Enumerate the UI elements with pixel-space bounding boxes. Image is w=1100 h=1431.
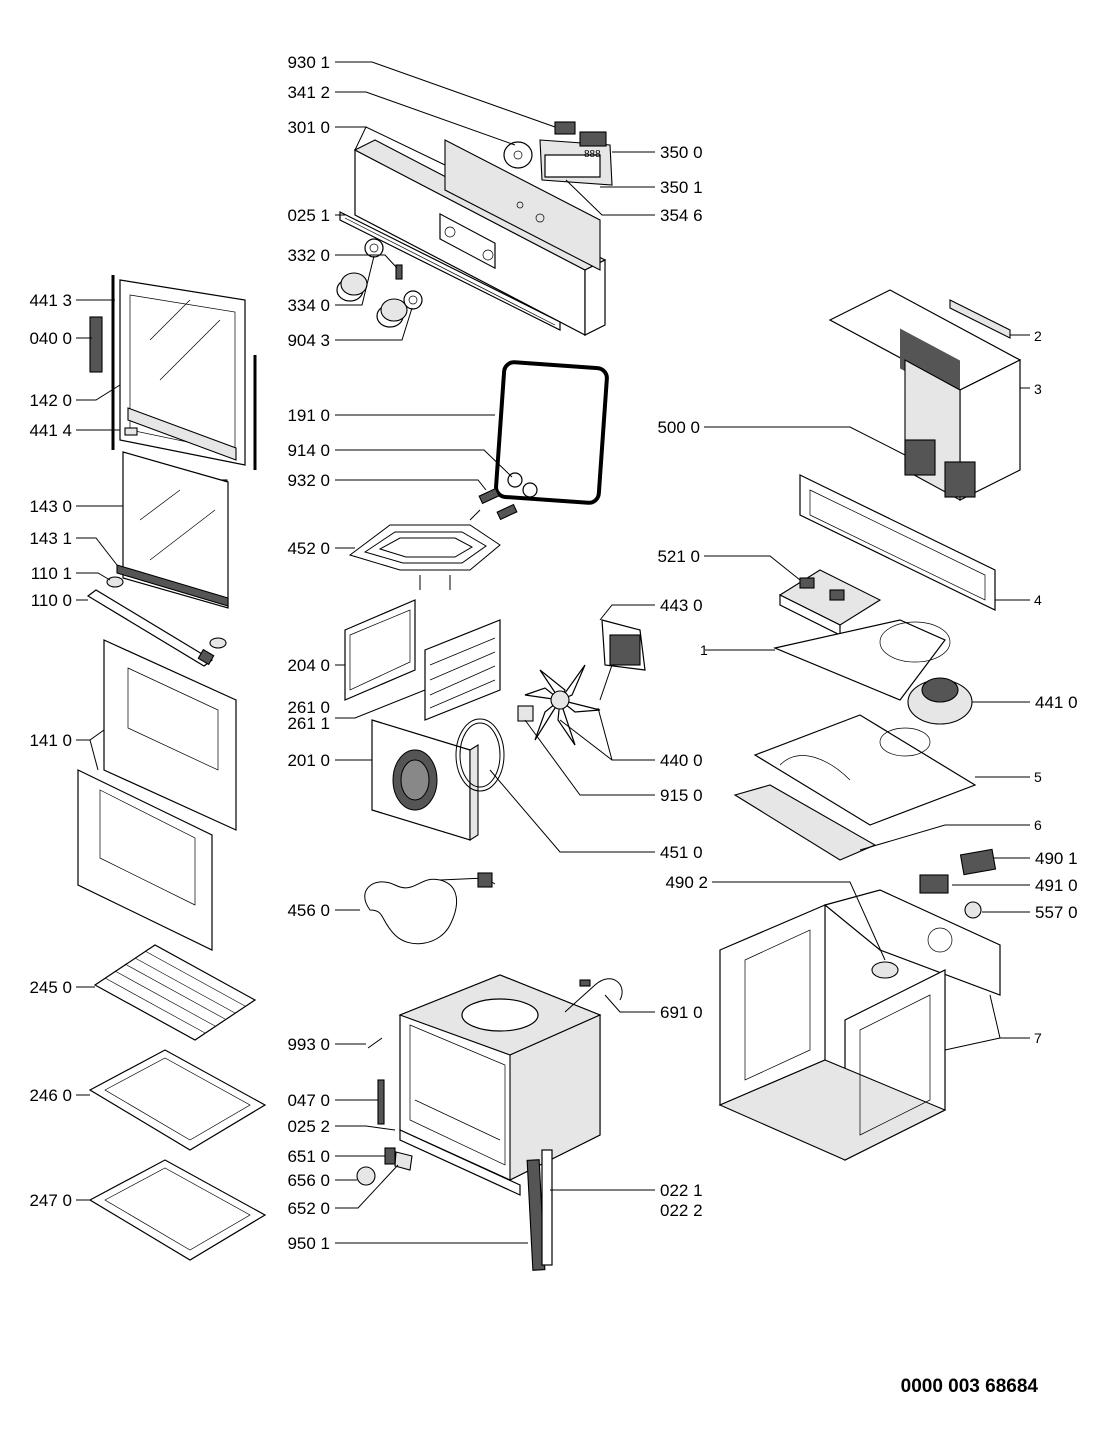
label-932-0: 932 0: [287, 471, 330, 490]
label-441-3: 441 3: [29, 291, 72, 310]
label-557-0: 557 0: [1035, 903, 1078, 922]
knob-rosette-part: [503, 141, 533, 169]
front-frame-part: [799, 474, 996, 611]
label-022-2: 022 2: [660, 1201, 703, 1220]
lower-element-part: [364, 872, 496, 945]
label-452-0: 452 0: [287, 539, 330, 558]
outer-door-glass-part: [77, 639, 237, 951]
label-334-0: 334 0: [287, 296, 330, 315]
label-451-0: 451 0: [660, 843, 703, 862]
label-143-1: 143 1: [29, 529, 72, 548]
callout-3: 3: [1034, 381, 1042, 397]
callout-7: 7: [1034, 1030, 1042, 1046]
label-443-0: 443 0: [660, 596, 703, 615]
label-350-1: 350 1: [660, 178, 703, 197]
label-491-0: 491 0: [1035, 876, 1078, 895]
label-490-1: 490 1: [1035, 849, 1078, 868]
label-440-0: 440 0: [660, 751, 703, 770]
panel-display-text: 888: [584, 149, 601, 160]
label-456-0: 456 0: [287, 901, 330, 920]
insulation-part: [733, 714, 977, 861]
label-047-0: 047 0: [287, 1091, 330, 1110]
callout-6: 6: [1034, 817, 1042, 833]
label-143-0: 143 0: [29, 497, 72, 516]
small-cavity-parts: [356, 1037, 553, 1271]
drip-tray-part: [88, 1159, 267, 1261]
hinge-part: [89, 316, 103, 373]
label-341-2: 341 2: [287, 83, 330, 102]
electronic-board-part: [778, 569, 882, 636]
cooling-duct-part: [773, 619, 973, 725]
label-350-0: 350 0: [660, 143, 703, 162]
label-141-0: 141 0: [29, 731, 72, 750]
panel-bracket-part: [339, 211, 561, 331]
label-246-0: 246 0: [29, 1086, 72, 1105]
label-110-0: 110 0: [31, 591, 72, 610]
label-301-0: 301 0: [287, 118, 330, 137]
label-201-0: 201 0: [287, 751, 330, 770]
callout-2: 2: [1034, 328, 1042, 344]
label-245-0: 245 0: [29, 978, 72, 997]
probe-part: [564, 978, 623, 1013]
label-521-0: 521 0: [657, 547, 700, 566]
label-025-1: 025 1: [287, 206, 330, 225]
control-module-part: [871, 848, 997, 979]
shelf-supports-part: [424, 619, 501, 721]
label-652-0: 652 0: [287, 1199, 330, 1218]
label-993-0: 993 0: [287, 1035, 330, 1054]
label-204-0: 204 0: [287, 656, 330, 675]
relay-block-part: [904, 439, 976, 498]
baking-tray-part: [88, 1049, 267, 1151]
callout-4: 4: [1034, 592, 1042, 608]
callout-1: 1: [700, 642, 708, 658]
label-914-0: 914 0: [287, 441, 330, 460]
control-panel-part: [353, 139, 607, 336]
label-261-1: 261 1: [287, 714, 330, 733]
label-354-6: 354 6: [660, 206, 703, 225]
screws-part: [478, 472, 538, 521]
glass-clip-strip-part: [116, 564, 229, 607]
door-gasket-part: [494, 360, 609, 505]
label-441-4: 441 4: [29, 421, 72, 440]
label-040-0: 040 0: [29, 329, 72, 348]
label-025-2: 025 2: [287, 1117, 330, 1136]
label-950-1: 950 1: [287, 1234, 330, 1253]
side-panel-part: [344, 599, 416, 701]
back-panel-part: [371, 719, 479, 841]
label-651-0: 651 0: [287, 1147, 330, 1166]
label-142-0: 142 0: [29, 391, 72, 410]
label-441-0: 441 0: [1035, 693, 1078, 712]
wire-rack-part: [93, 944, 257, 1041]
label-490-2: 490 2: [665, 873, 708, 892]
label-110-1: 110 1: [31, 564, 72, 583]
ring-element-part: [455, 718, 505, 792]
grill-element-part: [348, 509, 501, 590]
label-191-0: 191 0: [287, 406, 330, 425]
label-261-0: 261 0: [287, 698, 330, 717]
label-930-1: 930 1: [287, 53, 330, 72]
oven-cavity-part: [398, 974, 602, 1181]
part-labels: 930 1 341 2 301 0 025 1 332 0 334 0 904 …: [29, 53, 1077, 1253]
knobs-part: [336, 238, 423, 328]
callout-5: 5: [1034, 769, 1042, 785]
outer-casing-part: [718, 889, 1001, 1161]
label-247-0: 247 0: [29, 1191, 72, 1210]
document-number: 0000 003 68684: [901, 1376, 1039, 1397]
label-332-0: 332 0: [287, 246, 330, 265]
label-022-1: 022 1: [660, 1181, 703, 1200]
leader-lines: [76, 61, 1030, 1244]
fan-part: [517, 619, 646, 746]
label-691-0: 691 0: [660, 1003, 703, 1022]
label-915-0: 915 0: [660, 786, 703, 805]
handle-part: [86, 576, 227, 667]
display-module-part: 888: [539, 121, 613, 186]
label-656-0: 656 0: [287, 1171, 330, 1190]
inner-glass-part: [122, 451, 229, 609]
label-500-0: 500 0: [657, 418, 700, 437]
label-904-3: 904 3: [287, 331, 330, 350]
